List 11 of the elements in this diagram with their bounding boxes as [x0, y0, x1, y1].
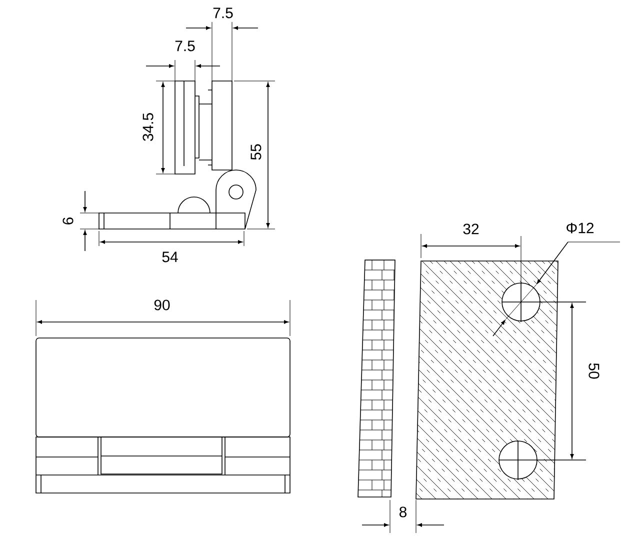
dimension-label: 32: [463, 224, 479, 234]
dimension-label: 8: [400, 506, 406, 518]
dimension-label: Φ12: [566, 222, 594, 234]
dimension-label: 54: [162, 252, 178, 262]
dimension-label: 6: [62, 218, 74, 224]
dimension-label: 7.5: [213, 8, 233, 18]
dimension-label: 90: [154, 300, 170, 310]
dimension-label: 7.5: [175, 40, 195, 52]
dimension-label: 50: [588, 363, 600, 379]
dimension-label: 34.5: [142, 113, 154, 141]
dimension-label: 55: [250, 144, 262, 160]
